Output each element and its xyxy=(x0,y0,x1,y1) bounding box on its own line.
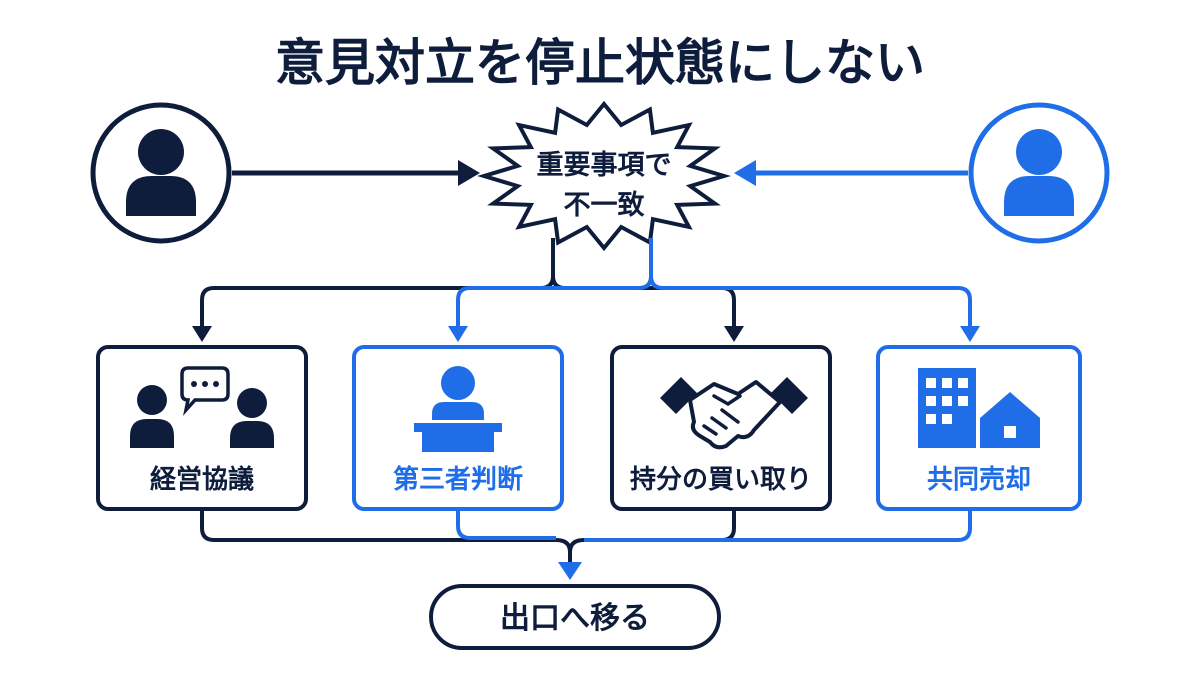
merge-connectors xyxy=(200,509,972,580)
conflict-line1: 重要事項で xyxy=(537,150,672,181)
option-kyodo-baikyaku: 共同売却 xyxy=(876,345,1082,511)
branch-connectors xyxy=(192,238,980,342)
burst-shape xyxy=(477,100,731,252)
buildings-icon xyxy=(918,368,1040,448)
right-person-icon xyxy=(1004,129,1074,216)
left-arrow xyxy=(232,160,480,186)
option-label: 共同売却 xyxy=(927,465,1031,495)
exit-pill xyxy=(429,584,721,650)
exit-node: 出口へ移る xyxy=(429,584,721,650)
option-mochibun-kaitori: 持分の買い取り xyxy=(610,345,832,511)
conflict-line2: 不一致 xyxy=(564,189,645,221)
option-label: 第三者判断 xyxy=(393,464,523,495)
exit-label: 出口へ移る xyxy=(500,601,650,636)
option-label: 経営協議 xyxy=(150,464,254,495)
right-arrow xyxy=(734,160,968,186)
judge-icon xyxy=(414,366,502,452)
left-party xyxy=(90,102,232,244)
left-person-icon xyxy=(126,129,196,216)
conflict-burst: 重要事項で 不一致 xyxy=(477,100,731,252)
option-label: 持分の買い取り xyxy=(630,465,812,495)
discussion-icon xyxy=(130,366,274,448)
option-keiei-kyogi: 経営協議 xyxy=(96,345,308,511)
right-party xyxy=(968,102,1110,244)
option-daisansha-handan: 第三者判断 xyxy=(352,345,564,511)
page-title: 意見対立を停止状態にしない xyxy=(275,34,925,92)
handshake-icon xyxy=(660,377,808,450)
